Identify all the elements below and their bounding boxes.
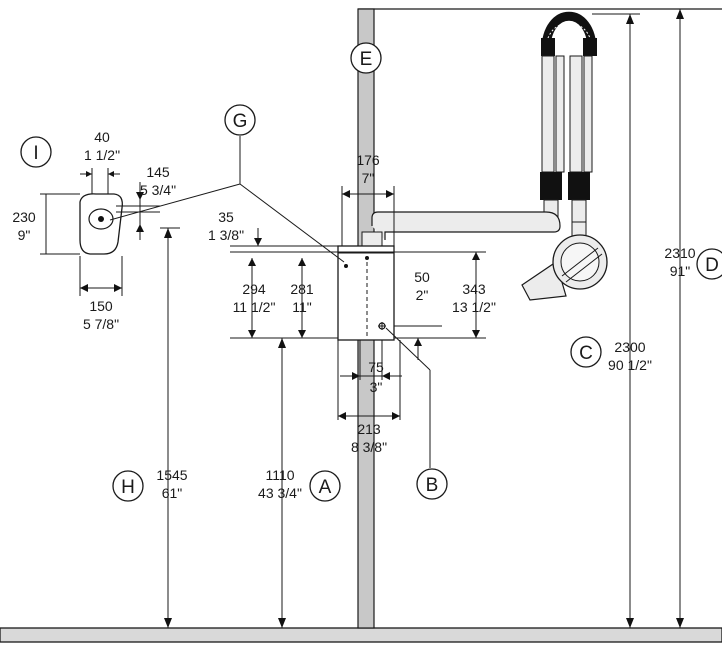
label-C: C: [570, 336, 602, 368]
heater-unit: [337, 245, 395, 341]
svg-text:C: C: [579, 343, 593, 364]
washbasin: [79, 193, 123, 255]
label-H: H: [112, 470, 144, 502]
dim-281-mm: 281: [290, 281, 314, 297]
dim-343-mm: 343: [462, 281, 486, 297]
dim-176-in: 7": [362, 170, 375, 186]
dim-C-in: 90 1/2": [608, 357, 652, 373]
dim-C-mm: 2300: [614, 339, 645, 355]
coupling-sleeve: [568, 172, 590, 200]
dim-A-mm: 1110: [265, 467, 294, 483]
dim-75-mm: 75: [368, 359, 384, 375]
label-E: E: [350, 42, 382, 74]
dim-281-in: 11": [292, 299, 312, 315]
flue-duct: [361, 11, 608, 301]
dim-50-in: 2": [416, 287, 429, 303]
dim-40-mm: 40: [94, 129, 110, 145]
svg-text:I: I: [33, 143, 38, 164]
dim-150-in: 5 7/8": [83, 316, 119, 332]
dim-294-in: 11 1/2": [233, 299, 276, 315]
dim-40-in: 1 1/2": [84, 147, 120, 163]
dim-35-in: 1 3/8": [208, 227, 244, 243]
svg-text:E: E: [360, 49, 373, 70]
svg-text:H: H: [121, 477, 135, 498]
svg-text:A: A: [319, 477, 332, 498]
dim-213-mm: 213: [357, 421, 381, 437]
svg-text:G: G: [233, 111, 248, 132]
flue-terminal: [521, 234, 608, 301]
dim-145-mm: 145: [146, 164, 170, 180]
dim-H-mm: 1545: [156, 467, 187, 483]
dim-213-in: 8 3/8": [351, 439, 387, 455]
dim-D-mm: 2310: [664, 245, 695, 261]
label-D: D: [696, 248, 722, 280]
label-I: I: [20, 136, 52, 168]
dim-294-mm: 294: [242, 281, 266, 297]
dim-176-mm: 176: [356, 152, 380, 168]
dim-145-in: 5 3/4": [140, 182, 176, 198]
dim-H-in: 61": [162, 485, 183, 501]
coupling-sleeve: [540, 172, 562, 200]
dim-150-mm: 150: [89, 298, 113, 314]
dim-75-in: 3": [370, 379, 383, 395]
corrugated-bend: [541, 11, 597, 56]
dim-A-in: 43 3/4": [258, 485, 302, 501]
svg-text:D: D: [705, 255, 719, 276]
dim-50-mm: 50: [414, 269, 430, 285]
label-A: A: [309, 470, 341, 502]
label-B: B: [416, 468, 448, 500]
svg-text:B: B: [426, 475, 439, 496]
dim-35-mm: 35: [218, 209, 234, 225]
floor: [0, 627, 722, 643]
dimension-lines: [40, 9, 684, 628]
dim-230-in: 9": [18, 227, 31, 243]
dim-343-in: 13 1/2": [452, 299, 496, 315]
dim-230-mm: 230: [12, 209, 36, 225]
label-G: G: [224, 104, 256, 136]
dim-D-in: 91": [670, 263, 691, 279]
